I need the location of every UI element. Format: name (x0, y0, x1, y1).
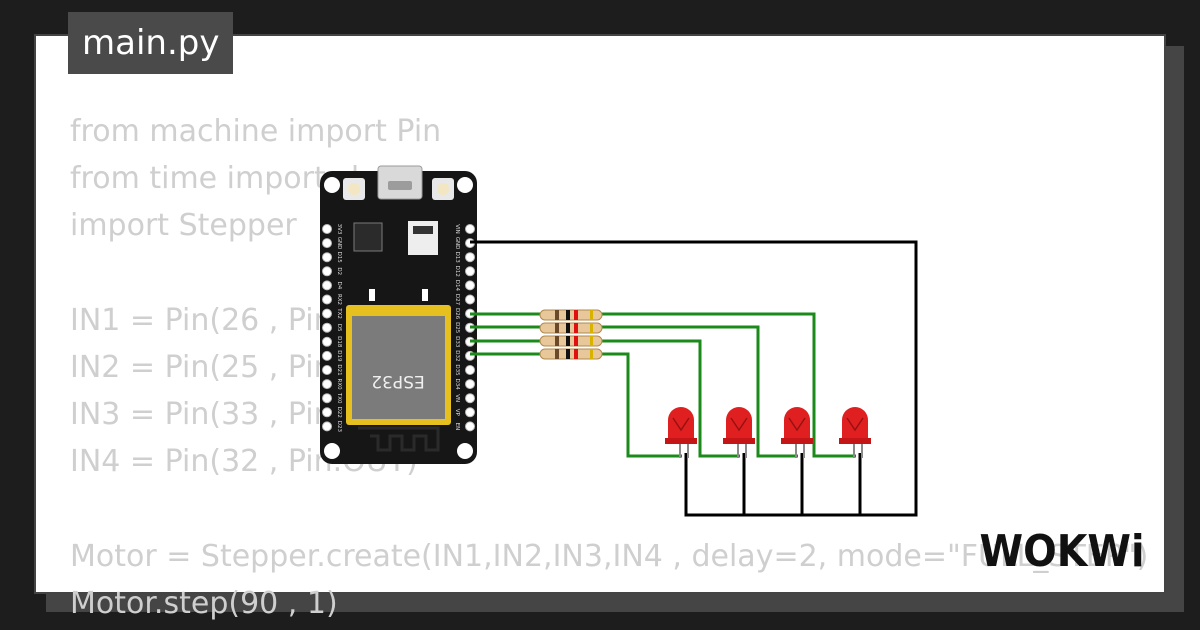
pin-label: D19 (336, 350, 342, 362)
pin-label: EN (454, 423, 460, 431)
pin-gnd[interactable] (322, 238, 332, 249)
pin-label: D2 (336, 267, 342, 275)
pin-d27[interactable] (465, 294, 475, 305)
pin-d13[interactable] (465, 252, 475, 263)
wokwi-logo: WOKWi (980, 526, 1145, 577)
pin-d22[interactable] (322, 407, 332, 418)
pin-label: 3V3 (336, 224, 342, 235)
chip-label: ESP32 (371, 371, 424, 391)
pin-label: D35 (454, 364, 460, 376)
pin-d23[interactable] (322, 421, 332, 432)
signal-wire (600, 339, 740, 458)
pin-vn[interactable] (465, 393, 475, 404)
pin-label: VP (454, 409, 460, 417)
code-line: Motor = Stepper.create(IN1,IN2,IN3,IN4 ,… (70, 538, 1149, 574)
pin-en[interactable] (465, 421, 475, 432)
resistor[interactable] (539, 309, 603, 321)
resistor[interactable] (539, 335, 603, 347)
code-line: IN4 = Pin(32 , Pin.OUT) (70, 444, 418, 480)
pin-label: D33 (454, 336, 460, 348)
pin-label: TX0 (336, 392, 342, 404)
pin-label: GND (454, 237, 460, 250)
pin-tx2[interactable] (322, 308, 332, 319)
pin-label: GND (336, 237, 342, 250)
pin-label: RX2 (336, 294, 342, 305)
led[interactable] (781, 407, 813, 458)
mount-hole (457, 177, 473, 193)
mount-hole (457, 443, 473, 459)
wokwi-logo-text: WOKWi (980, 526, 1145, 577)
pin-d35[interactable] (465, 365, 475, 375)
pin-label: D34 (454, 378, 460, 390)
pin-3v3[interactable] (322, 224, 332, 234)
led[interactable] (723, 407, 755, 458)
pin-label: D18 (336, 336, 342, 348)
signal-wire (600, 312, 856, 458)
mount-hole (324, 443, 340, 459)
pin-label: D22 (336, 407, 342, 418)
pin-tx0[interactable] (322, 393, 332, 404)
led[interactable] (665, 407, 697, 458)
pin-vin[interactable] (465, 224, 475, 234)
pin-d4[interactable] (322, 280, 332, 291)
pin-label: D14 (454, 280, 460, 292)
filename-tab[interactable]: main.py (68, 12, 234, 74)
pin-d21[interactable] (322, 365, 332, 375)
pin-d5[interactable] (322, 322, 332, 333)
pin-label: RX0 (336, 379, 342, 391)
pin-d15[interactable] (322, 252, 332, 263)
mount-hole (324, 177, 340, 193)
pin-label: D27 (454, 294, 460, 306)
pin-d12[interactable] (465, 266, 475, 277)
pin-label: D13 (454, 252, 460, 264)
pin-d19[interactable] (322, 350, 332, 361)
usb-uart-chip (353, 222, 383, 252)
pin-label: D25 (454, 322, 460, 334)
boot-button[interactable] (343, 178, 365, 200)
ground-branch-wire (742, 453, 862, 515)
pin-label: D32 (454, 350, 460, 361)
signal-wire (600, 352, 682, 458)
resistor[interactable] (539, 348, 603, 360)
pin-vp[interactable] (465, 407, 475, 418)
pin-d34[interactable] (465, 379, 475, 390)
signal-wire (600, 325, 798, 458)
pin-label: D5 (336, 324, 342, 332)
pin-d2[interactable] (322, 266, 332, 277)
pin-rx0[interactable] (322, 379, 332, 390)
pin-label: VN (454, 394, 460, 402)
pin-label: D26 (454, 308, 460, 320)
pin-d14[interactable] (465, 280, 475, 291)
led[interactable] (839, 407, 871, 458)
pin-d18[interactable] (322, 336, 332, 347)
pin-label: VIN (454, 224, 460, 234)
pin-rx2[interactable] (322, 294, 332, 305)
code-line: Motor.step(90 , 1) (70, 585, 338, 621)
code-line: from machine import Pin (70, 114, 442, 149)
code-line: import Stepper (70, 208, 297, 244)
resistor[interactable] (539, 322, 603, 334)
pin-label: D21 (336, 364, 342, 375)
pin-label: TX2 (336, 307, 342, 319)
ground-wire (470, 240, 918, 517)
reset-button[interactable] (432, 178, 454, 200)
pin-label: D12 (454, 266, 460, 277)
pin-label: D4 (336, 282, 342, 290)
pin-label: D23 (336, 421, 342, 433)
pin-label: D15 (336, 252, 342, 264)
